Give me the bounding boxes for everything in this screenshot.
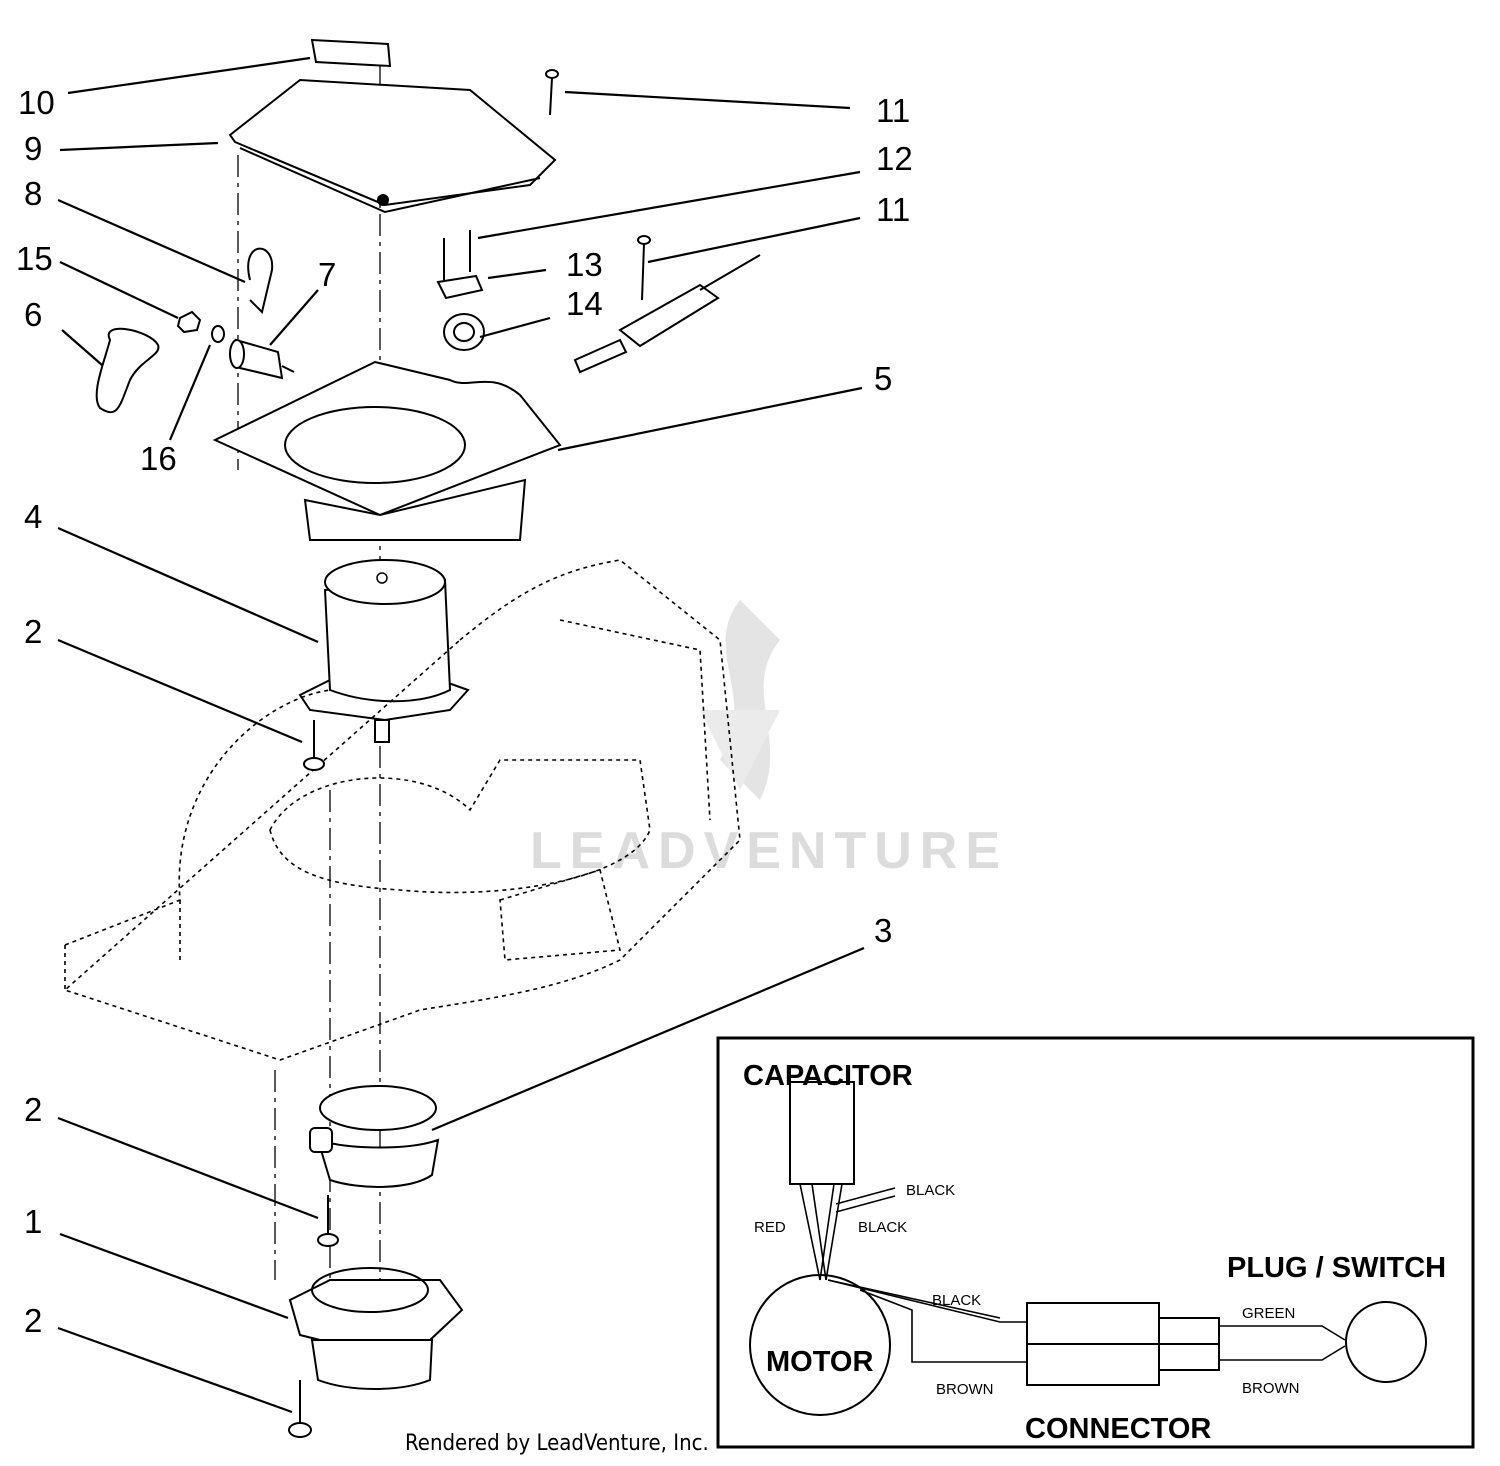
callout-3: 3 xyxy=(874,912,892,949)
callout-16: 16 xyxy=(140,440,177,477)
callout-2-lower: 2 xyxy=(24,1302,42,1339)
wire-black-3: BLACK xyxy=(932,1292,981,1309)
part-7-capacitor xyxy=(229,338,295,380)
callout-11-mid: 11 xyxy=(876,191,910,228)
part-3-collar xyxy=(309,1085,440,1188)
callout-6: 6 xyxy=(24,296,42,333)
part-14-knob xyxy=(443,313,485,351)
wire-brown-1: BROWN xyxy=(936,1381,994,1398)
callout-2-middle: 2 xyxy=(24,1091,42,1128)
plug-switch-circle xyxy=(1345,1301,1427,1383)
plug-switch-label: PLUG / SWITCH xyxy=(1227,1252,1446,1284)
part-6-ring xyxy=(95,327,160,414)
cord-connector xyxy=(573,254,761,374)
callout-5: 5 xyxy=(874,360,892,397)
part-15-nut xyxy=(176,310,202,334)
callout-10: 10 xyxy=(18,84,55,121)
leader-lines xyxy=(57,56,865,1414)
wire-green: GREEN xyxy=(1242,1305,1295,1322)
part-13-bracket xyxy=(436,274,484,300)
callout-8: 8 xyxy=(24,175,42,212)
part-2-screw-lower xyxy=(288,1380,312,1438)
callout-14: 14 xyxy=(566,285,603,322)
callout-13: 13 xyxy=(566,246,603,283)
part-8-clip xyxy=(247,247,274,314)
part-2-screw-upper xyxy=(303,720,325,771)
part-9-top-cover xyxy=(228,78,557,214)
callout-11-top: 11 xyxy=(876,92,910,129)
capacitor-label: CAPACITOR xyxy=(743,1060,913,1092)
render-credit: Rendered by LeadVenture, Inc. xyxy=(405,1431,709,1456)
watermark-text: LEADVENTURE xyxy=(530,822,1008,880)
capacitor-box xyxy=(789,1081,855,1185)
wire-black-2: BLACK xyxy=(858,1219,907,1236)
callout-12: 12 xyxy=(876,140,913,177)
part-4-motor xyxy=(298,559,470,743)
wire-red: RED xyxy=(754,1219,786,1236)
motor-circle xyxy=(749,1274,891,1416)
part-10-decal xyxy=(310,38,392,68)
callout-9: 9 xyxy=(24,130,42,167)
wiring-diagram-frame xyxy=(716,1036,1475,1449)
wiring-diagram: CAPACITOR MOTOR PLUG / SWITCH CONNECTOR … xyxy=(716,1036,1475,1449)
callout-numbers: 10 9 8 15 6 7 16 11 12 11 13 14 5 4 2 3 … xyxy=(16,84,913,1339)
connector-label: CONNECTOR xyxy=(1025,1413,1211,1445)
callout-15: 15 xyxy=(16,240,53,277)
part-1-nozzle-base xyxy=(288,1267,464,1390)
part-11-screw-top xyxy=(545,69,559,116)
callout-2-upper: 2 xyxy=(24,613,42,650)
part-2-screw-middle xyxy=(317,1195,339,1247)
part-16-washer xyxy=(211,325,225,343)
callout-1: 1 xyxy=(24,1203,42,1240)
wire-black-1: BLACK xyxy=(906,1182,955,1199)
wire-brown-2: BROWN xyxy=(1242,1380,1300,1397)
center-lines xyxy=(237,62,381,1390)
part-11-screw-mid xyxy=(637,235,651,301)
blower-housing xyxy=(63,559,741,1061)
callout-4: 4 xyxy=(24,498,42,535)
part-12-screws xyxy=(443,230,471,280)
callout-7: 7 xyxy=(318,256,336,293)
part-5-housing xyxy=(212,360,562,541)
watermark: LEADVENTURE xyxy=(530,600,1008,880)
motor-label: MOTOR xyxy=(766,1346,873,1378)
